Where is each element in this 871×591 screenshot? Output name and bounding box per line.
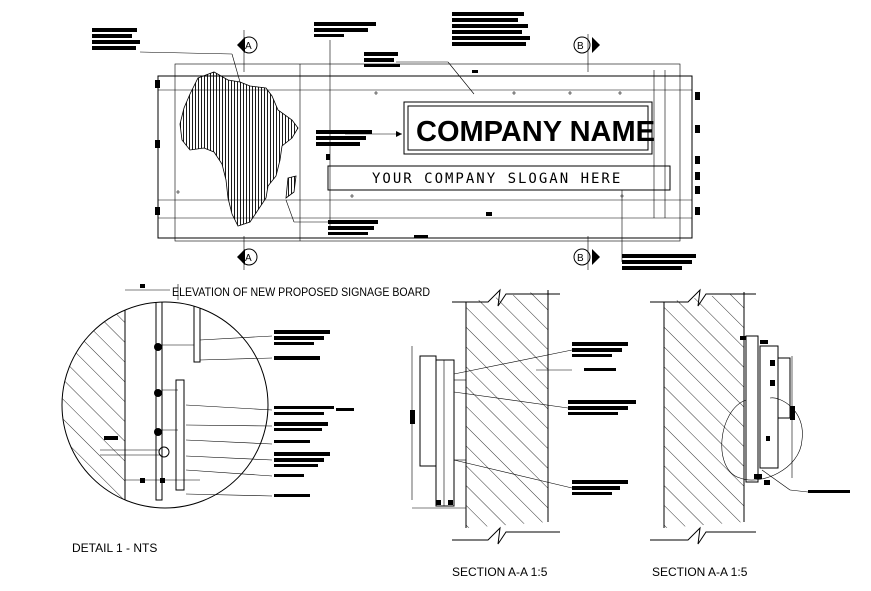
marker-label: A [245, 253, 252, 264]
signage-elevation: COMPANY NAME YOUR COMPANY SLOGAN HERE [139, 40, 700, 262]
elevation-title: ELEVATION OF NEW PROPOSED SIGNAGE BOARD [172, 285, 430, 299]
section-right-title: SECTION A-A 1:5 [652, 565, 748, 579]
section-left-title: SECTION A-A 1:5 [452, 565, 548, 579]
marker-label: A [245, 41, 252, 52]
marker-label: B [577, 253, 584, 264]
detail-title: DETAIL 1 - NTS [72, 541, 157, 555]
madagascar-map [285, 175, 297, 199]
section-marker-b-bottom: B [573, 236, 600, 270]
annotation-blocks [92, 12, 696, 270]
detail-1: ELEVATION OF NEW PROPOSED SIGNAGE BOARD … [61, 284, 430, 555]
section-marker-a-bottom: A [237, 236, 258, 270]
section-right: SECTION A-A 1:5 [650, 288, 850, 579]
section-left: SECTION A-A 1:5 [410, 288, 636, 579]
marker-label: B [577, 41, 584, 52]
company-slogan: YOUR COMPANY SLOGAN HERE [372, 171, 622, 187]
africa-map [179, 71, 299, 227]
section-marker-b-top: B [573, 34, 600, 72]
company-name: COMPANY NAME [416, 116, 655, 148]
section-marker-a-top: A [237, 30, 258, 72]
